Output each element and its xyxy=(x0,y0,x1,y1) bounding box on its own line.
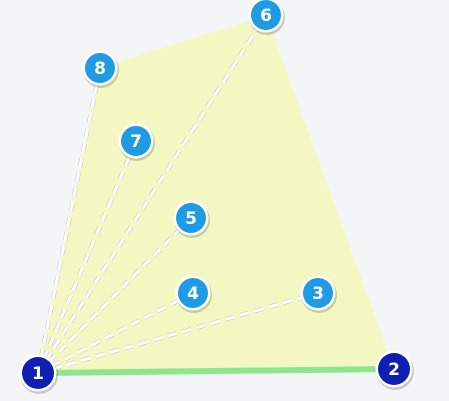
node-4[interactable]: 4 xyxy=(175,275,213,314)
node-8-circle xyxy=(85,53,115,83)
node-7[interactable]: 7 xyxy=(118,123,156,162)
node-2[interactable]: 2 xyxy=(375,350,415,391)
node-6-label: 6 xyxy=(260,6,272,26)
dashed-edge-1-6 xyxy=(36,14,268,374)
node-3[interactable]: 3 xyxy=(300,275,338,314)
edges-layer xyxy=(35,13,397,376)
node-8-label: 8 xyxy=(94,59,106,79)
node-4-circle xyxy=(178,278,208,308)
node-3-label: 3 xyxy=(312,284,324,304)
node-5[interactable]: 5 xyxy=(173,200,211,239)
edge-1-2 xyxy=(35,366,397,376)
node-7-circle xyxy=(121,126,151,156)
node-8[interactable]: 8 xyxy=(82,50,120,89)
node-6-circle xyxy=(251,0,281,30)
node-2-circle xyxy=(378,353,410,385)
node-1-circle xyxy=(22,357,54,389)
node-1[interactable]: 1 xyxy=(19,354,59,395)
dashed-edge-1-5 xyxy=(36,216,193,375)
node-5-label: 5 xyxy=(185,209,197,229)
node-6[interactable]: 6 xyxy=(248,0,286,35)
nodes-layer: 1 2 3 4 5 6 7 8 xyxy=(19,0,415,395)
node-7-label: 7 xyxy=(130,132,142,152)
dashed-edge-1-8 xyxy=(36,67,102,374)
dashed-edge-1-7 xyxy=(36,140,138,374)
node-1-label: 1 xyxy=(32,364,44,384)
node-5-circle xyxy=(176,203,206,233)
node-3-circle xyxy=(303,278,333,308)
node-2-label: 2 xyxy=(388,360,400,380)
node-4-label: 4 xyxy=(187,284,199,304)
dashed-edge-1-3 xyxy=(37,291,319,375)
